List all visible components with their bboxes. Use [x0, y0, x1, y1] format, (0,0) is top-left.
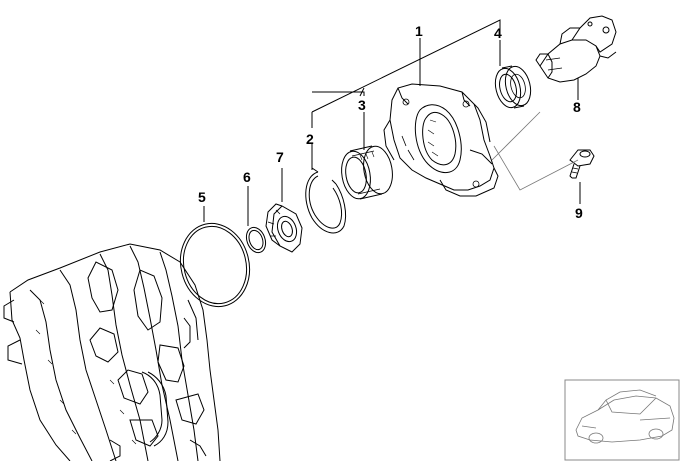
bearing-housing-drawing	[383, 83, 499, 197]
callout-6: 6	[243, 169, 251, 185]
callout-8: 8	[573, 99, 581, 115]
callout-1: 1	[415, 23, 423, 39]
callout-7: 7	[276, 149, 284, 165]
actuator-drawing	[535, 15, 617, 83]
leader-lines	[203, 19, 581, 226]
ball-bearing-drawing	[341, 145, 393, 200]
snap-ring-drawing	[305, 167, 347, 234]
callout-5: 5	[198, 189, 206, 205]
slotted-nut-drawing	[265, 203, 303, 253]
bolt-drawing	[569, 149, 595, 179]
o-ring-large-drawing	[179, 222, 251, 308]
callout-labels: 1 2 3 4 5 6 7 8 9	[198, 23, 583, 221]
o-ring-small-drawing	[245, 226, 267, 254]
callout-9: 9	[575, 205, 583, 221]
callout-2: 2	[306, 131, 314, 147]
callout-4: 4	[494, 25, 502, 41]
transmission-housing-drawing	[3, 243, 221, 461]
callout-3: 3	[358, 97, 366, 113]
vehicle-thumbnail	[564, 379, 680, 461]
shaft-seal-drawing	[494, 65, 532, 109]
